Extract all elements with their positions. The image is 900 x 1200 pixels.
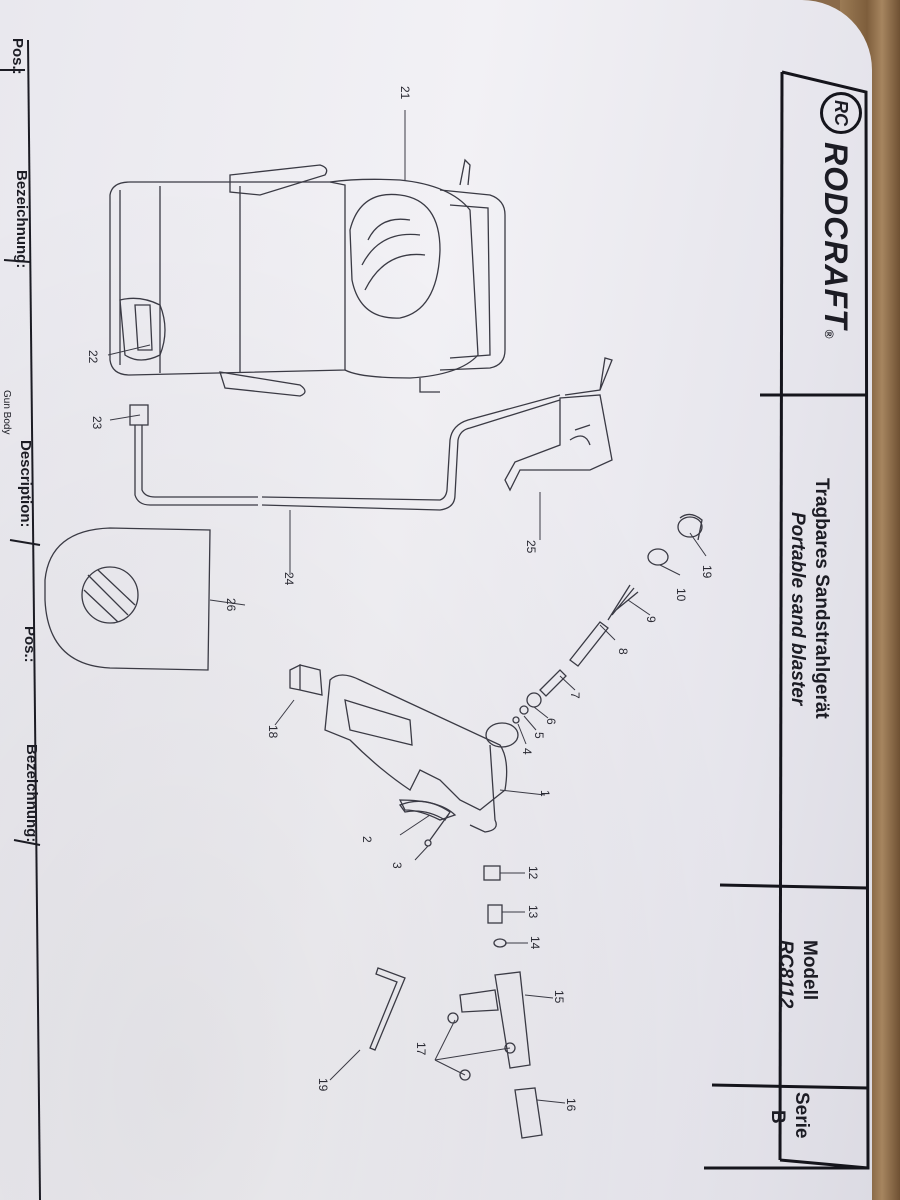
- callout-25: 25: [524, 540, 538, 554]
- callout-21: 21: [398, 86, 412, 100]
- title-block-frame: [704, 70, 870, 1170]
- callout-6: 6: [544, 718, 558, 725]
- callout-24: 24: [282, 572, 296, 586]
- row-description: Gun Body: [1, 390, 12, 435]
- callout-1: 1: [538, 790, 552, 797]
- parts-diagram-sheet: [0, 0, 872, 1200]
- callout-14: 14: [528, 936, 542, 950]
- callout-4: 4: [520, 748, 534, 755]
- callout-26: 26: [224, 598, 238, 612]
- callout-18: 18: [266, 725, 280, 739]
- bezeichnung-header-2: Bezeichnung:: [23, 744, 40, 843]
- callout-19: 19: [316, 1078, 330, 1092]
- nozzle-components: [447, 865, 543, 1139]
- callout-5: 5: [532, 732, 546, 739]
- brand-name: RODCRAFT®: [818, 142, 854, 340]
- callout-10: 10: [674, 588, 688, 602]
- gun-body-part-1: [289, 663, 519, 833]
- callout-13: 13: [526, 905, 540, 919]
- title-german: Tragbares Sandstrahlgerät: [811, 478, 832, 719]
- callout-16: 16: [564, 1098, 578, 1112]
- valve-components: [512, 513, 703, 724]
- logo-mark: RC: [820, 92, 862, 134]
- sandblaster-tank: [109, 158, 506, 397]
- callout-3: 3: [390, 862, 404, 869]
- callout-23: 23: [90, 416, 104, 430]
- callout-9: 9: [644, 616, 658, 623]
- hose-assembly: [129, 394, 561, 511]
- callout-8: 8: [616, 648, 630, 655]
- pos-header: Pos.:: [9, 38, 26, 75]
- parts-table-lines: [0, 39, 41, 1200]
- callout-11: 19: [700, 565, 714, 579]
- description-header: Description:: [17, 440, 34, 528]
- callout-17: 17: [414, 1042, 428, 1056]
- series-label: Serie: [791, 1092, 812, 1139]
- callout-15: 15: [552, 990, 566, 1004]
- bezeichnung-header: Bezeichnung:: [13, 170, 30, 269]
- model-label: Modell: [799, 940, 820, 1001]
- blast-gun: [504, 357, 613, 492]
- pos-header-2: Pos.:: [21, 626, 38, 663]
- callout-7: 7: [568, 692, 582, 699]
- title-english: Portable sand blaster: [787, 512, 808, 706]
- leader-lines: [107, 110, 707, 1104]
- hex-key: [369, 967, 406, 1051]
- series-value: B: [767, 1110, 788, 1124]
- protective-hood: [44, 527, 211, 671]
- model-value: RC8112: [775, 940, 796, 1009]
- callout-2: 2: [360, 836, 374, 843]
- callout-12: 12: [526, 866, 540, 880]
- trigger-lever: [398, 800, 451, 847]
- callout-22: 22: [86, 350, 100, 364]
